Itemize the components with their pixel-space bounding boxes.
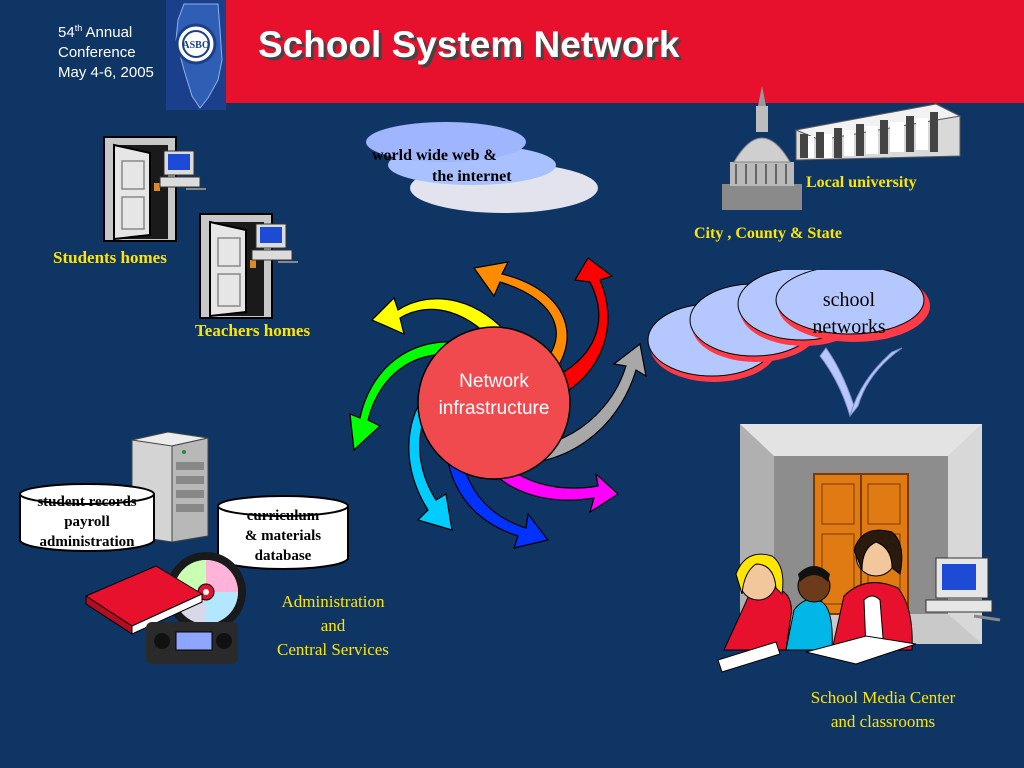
- db1-line1: student records: [37, 494, 137, 510]
- db2-line2: & materials: [244, 528, 322, 544]
- arrow-red: [547, 257, 614, 399]
- conference-ordinal-suffix: th: [74, 23, 83, 33]
- city-county-state-label: City , County & State: [694, 225, 842, 242]
- administration-label: Administration and Central Services: [262, 590, 404, 662]
- logo-text: ASBO: [182, 40, 209, 51]
- school-networks-line2: networks: [812, 316, 886, 338]
- network-infrastructure-label: Network infrastructure: [418, 368, 570, 422]
- government-university-icon: [722, 86, 962, 210]
- page-title: School System Network: [258, 24, 680, 65]
- conference-info: 54th Annual Conference May 4-6, 2005: [58, 18, 154, 83]
- teachers-homes-label: Teachers homes: [195, 321, 311, 340]
- teachers-home-door-icon: [199, 213, 298, 319]
- arrow-yellow: [370, 296, 515, 351]
- conference-dates: May 4-6, 2005: [58, 64, 154, 81]
- media-line2: and classrooms: [830, 712, 936, 731]
- media-line1: School Media Center: [810, 688, 956, 707]
- network-hub: [417, 326, 571, 480]
- internet-label-line2: the internet: [432, 168, 512, 185]
- network-label-line1: Network: [459, 371, 529, 392]
- curriculum-label: curriculum & materials database: [216, 506, 350, 566]
- network-swirl-diagram: [349, 257, 647, 549]
- admin-line3: Central Services: [277, 640, 389, 659]
- local-university-label: Local university: [806, 174, 917, 191]
- student-records-database-icon: [19, 483, 155, 552]
- students-home-door-icon: [103, 136, 206, 242]
- school-networks-label: school networks: [790, 287, 908, 341]
- admin-line1: Administration: [281, 592, 385, 611]
- media-center-label: School Media Center and classrooms: [780, 686, 986, 734]
- arrow-orange: [472, 261, 568, 383]
- school-networks-line1: school: [822, 289, 876, 311]
- admin-line2: and: [320, 616, 346, 635]
- students-homes-label: Students homes: [53, 248, 167, 267]
- internet-label-line1: world wide web &: [372, 147, 497, 164]
- db1-line3: administration: [39, 534, 135, 550]
- asbo-logo: ASBO: [166, 0, 226, 110]
- internet-label: world wide web & the internet: [352, 145, 552, 187]
- title-bar: [225, 0, 1024, 103]
- student-records-label: student records payroll administration: [18, 492, 156, 552]
- book-cd-tape-icon: [84, 552, 246, 664]
- media-center-room-icon: [717, 424, 1001, 673]
- curriculum-database-icon: [217, 495, 349, 570]
- db2-line3: database: [254, 548, 312, 564]
- internet-cloud-icon: [366, 122, 598, 213]
- conference-line1: Annual: [82, 24, 133, 41]
- db2-line1: curriculum: [246, 508, 320, 524]
- conference-line2: Conference: [58, 44, 136, 61]
- school-networks-icon: [647, 270, 930, 418]
- conference-ordinal: 54: [58, 24, 75, 41]
- db1-line2: payroll: [64, 514, 110, 530]
- network-label-line2: infrastructure: [438, 398, 550, 419]
